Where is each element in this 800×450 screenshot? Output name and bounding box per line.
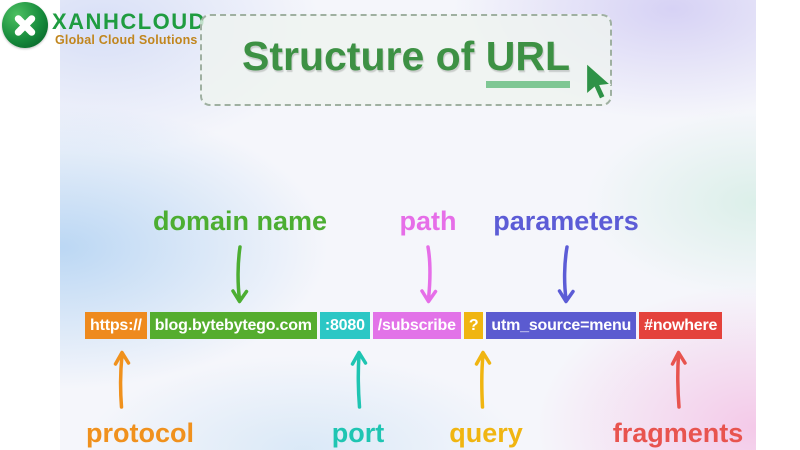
label-path: path xyxy=(399,206,457,236)
brand-tagline: Global Cloud Solutions xyxy=(55,33,198,47)
url-bar: https:// blog.bytebytego.com :8080 /subs… xyxy=(85,312,723,339)
arrow-up-protocol-icon xyxy=(110,348,134,410)
label-fragments: fragments xyxy=(612,418,744,448)
label-domain-name: domain name xyxy=(152,206,328,236)
title-highlight-url: URL xyxy=(485,33,570,88)
brand-logo: XANHCLOUD Global Cloud Solutions xyxy=(0,0,210,56)
page-title: Structure of URL xyxy=(242,33,570,88)
label-query: query xyxy=(449,418,523,448)
label-port: port xyxy=(331,418,385,448)
url-segment-path: /subscribe xyxy=(372,312,461,339)
brand-name: XANHCLOUD xyxy=(52,9,207,34)
label-protocol: protocol xyxy=(86,418,194,448)
url-segment-fragment: #nowhere xyxy=(639,312,723,339)
arrow-up-port-icon xyxy=(347,348,371,410)
arrow-down-domain-icon xyxy=(228,244,252,308)
mouse-pointer-icon xyxy=(586,62,612,100)
arrow-down-parameters-icon xyxy=(554,244,578,308)
url-segment-domain: blog.bytebytego.com xyxy=(149,312,317,339)
url-segment-port: :8080 xyxy=(319,312,370,339)
label-parameters: parameters xyxy=(493,206,639,236)
title-prefix: Structure of xyxy=(241,32,486,79)
arrow-up-fragments-icon xyxy=(667,348,691,410)
url-segment-protocol: https:// xyxy=(85,312,147,339)
url-segment-query: ? xyxy=(463,312,484,339)
title-box: Structure of URL xyxy=(200,14,612,106)
url-segment-parameters: utm_source=menu xyxy=(486,312,637,339)
x-circle-icon xyxy=(2,2,48,48)
arrow-up-query-icon xyxy=(471,348,495,410)
arrow-down-path-icon xyxy=(417,244,441,308)
